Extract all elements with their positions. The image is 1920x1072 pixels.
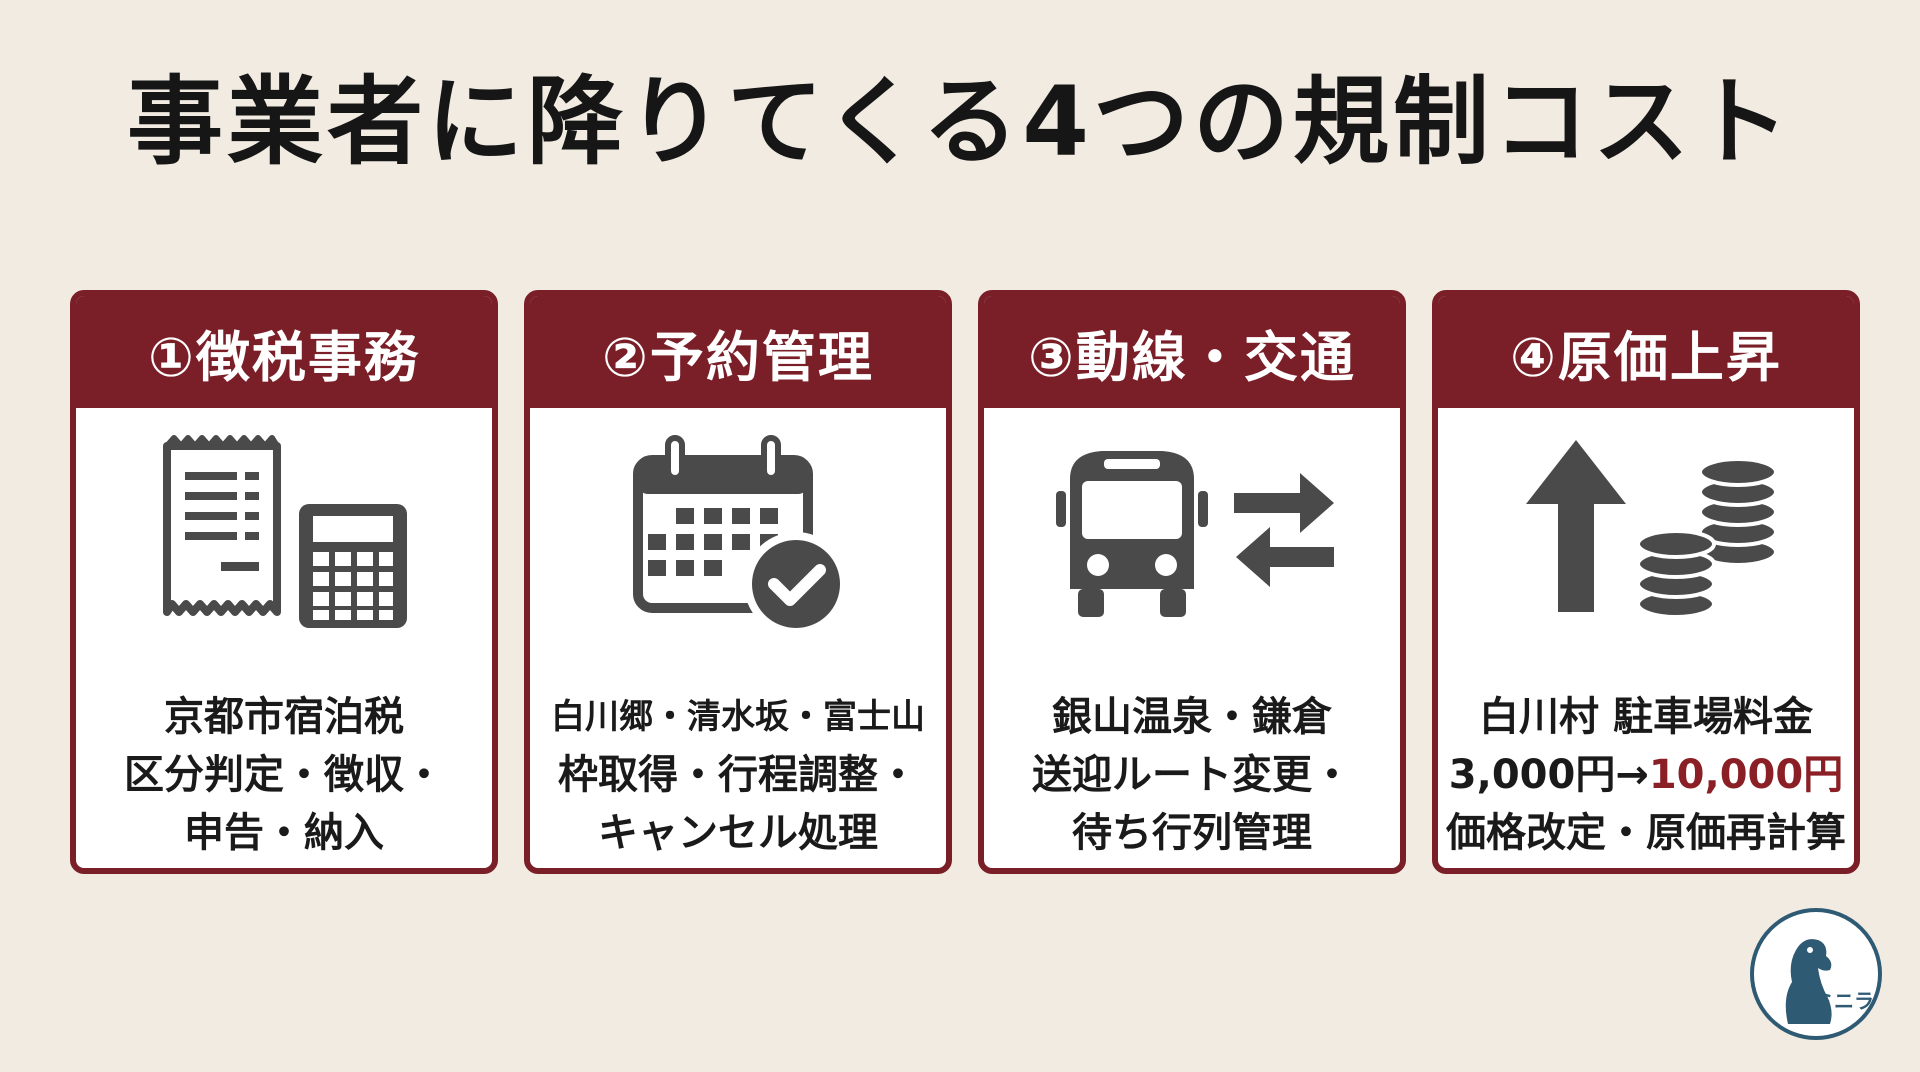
- card-line: 送迎ルート変更・: [1032, 752, 1352, 798]
- card-heading: ①徴税事務: [76, 296, 492, 408]
- card-line: 申告・納入: [184, 810, 384, 856]
- logo-text: ミニラ: [1814, 989, 1874, 1013]
- card-cost-increase: ④原価上昇 白川村 駐車場料金 3,000円→1: [1432, 290, 1860, 874]
- page-title: 事業者に降りてくる4つの規制コスト: [127, 66, 1793, 178]
- card-line: 待ち行列管理: [1072, 810, 1312, 856]
- card-heading: ③動線・交通: [984, 296, 1400, 408]
- card-line: キャンセル処理: [598, 810, 878, 856]
- price-new: 10,000円: [1648, 752, 1844, 798]
- card-line: 京都市宿泊税: [164, 694, 404, 740]
- card-description: 白川村 駐車場料金 3,000円→10,000円 価格改定・原価再計算: [1438, 660, 1854, 868]
- card-description: 銀山温泉・鎌倉 送迎ルート変更・ 待ち行列管理: [984, 660, 1400, 868]
- card-tax-administration: ①徴税事務: [70, 290, 498, 874]
- price-old: 3,000円→: [1448, 752, 1649, 798]
- card-line: 価格改定・原価再計算: [1446, 810, 1846, 856]
- arrow-up-coins-icon: [1438, 408, 1854, 660]
- card-line: 白川郷・清水坂・富士山: [551, 697, 925, 737]
- price-change-line: 3,000円→10,000円: [1449, 746, 1843, 804]
- card-reservation-management: ②予約管理 白川郷・清水坂・富士山 枠取得・行程調整・ キャンセル処理: [524, 290, 952, 874]
- card-line: 銀山温泉・鎌倉: [1052, 694, 1332, 740]
- bus-arrows-icon: [984, 408, 1400, 660]
- card-traffic-flow: ③動線・交通 銀山温泉・鎌倉 送迎ルート変更・ 待ち行列管理: [978, 290, 1406, 874]
- card-heading: ②予約管理: [530, 296, 946, 408]
- cost-cards: ①徴税事務: [70, 290, 1860, 874]
- card-description: 京都市宿泊税 区分判定・徴収・ 申告・納入: [76, 660, 492, 868]
- dog-logo-icon: ミニラ: [1748, 906, 1884, 1042]
- card-line: 枠取得・行程調整・: [558, 752, 918, 798]
- card-line: 区分判定・徴収・: [124, 752, 444, 798]
- card-description: 白川郷・清水坂・富士山 枠取得・行程調整・ キャンセル処理: [530, 660, 946, 868]
- receipt-calculator-icon: [76, 408, 492, 660]
- calendar-check-icon: [530, 408, 946, 660]
- card-line: 白川村 駐車場料金: [1479, 694, 1813, 740]
- card-heading: ④原価上昇: [1438, 296, 1854, 408]
